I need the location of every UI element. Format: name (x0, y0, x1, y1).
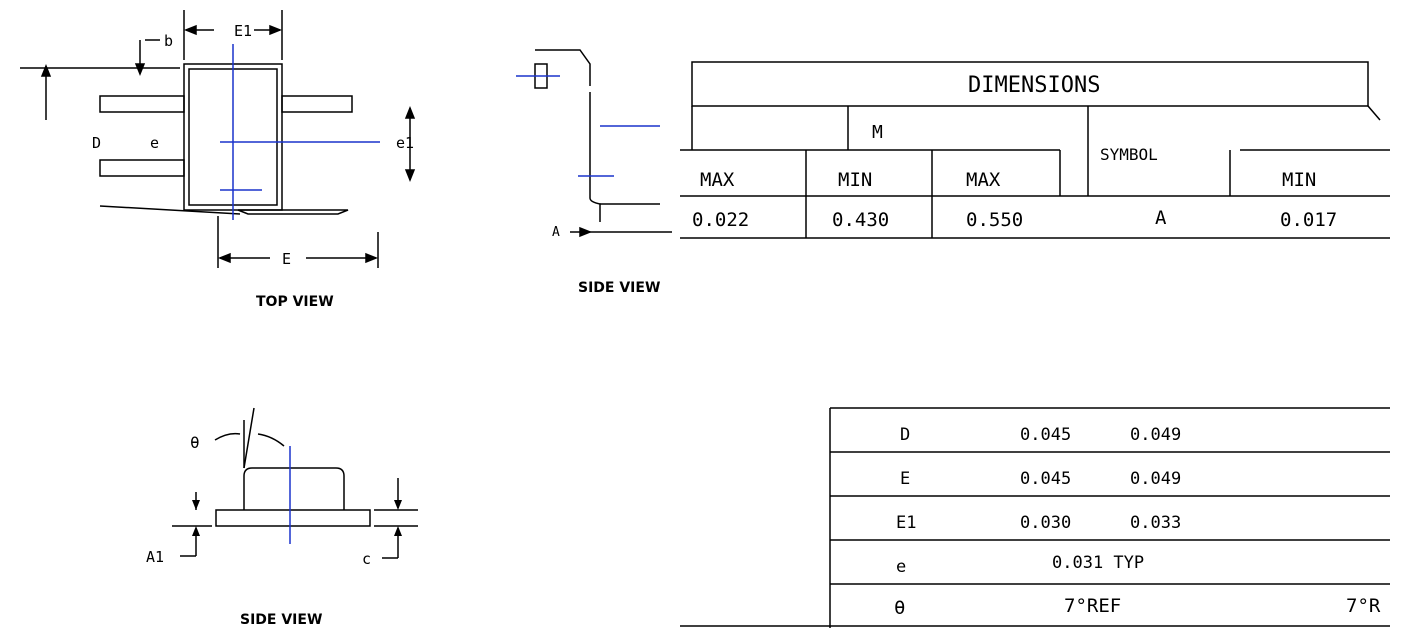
d-arrow-top (40, 63, 52, 77)
table-subheader-1: MAX (700, 169, 735, 191)
dim-b-label: b (164, 32, 173, 50)
top-view-caption: TOP VIEW (256, 294, 334, 310)
dim-theta-label: θ (190, 433, 200, 452)
table-subheader-4: MIN (1282, 169, 1316, 191)
table-symbol-header: SYMBOL (1100, 145, 1158, 164)
table-subheader-2: MIN (838, 169, 872, 191)
side-lower-body (243, 467, 345, 510)
table-cell-e1-c2: 0.033 (1130, 513, 1181, 533)
c-arrow-top (394, 500, 402, 510)
side-view-upper (516, 49, 672, 238)
table-cell-e-symbol: E (900, 469, 910, 489)
table-title: DIMENSIONS (968, 73, 1100, 98)
dim-e1-right-label: e1 (396, 134, 414, 152)
dim-a-label: A (552, 225, 560, 240)
dimensions-table (680, 61, 1390, 628)
e1-arrow-right (269, 24, 283, 36)
side-upper-body (589, 92, 601, 222)
dim-c-label: c (362, 550, 371, 568)
side-view-lower-caption: SIDE VIEW (240, 612, 322, 628)
table-subheader-3: MAX (966, 169, 1001, 191)
table-cell-theta-c1: 7°REF (1064, 595, 1121, 617)
side-upper-a-arrow (579, 226, 593, 238)
table-title-cell (691, 61, 1369, 107)
table-cell-a-c1: 0.022 (692, 209, 749, 231)
table-cell-e-typ-c1: 0.031 TYP (1052, 553, 1144, 573)
table-cell-a-c2: 0.430 (832, 209, 889, 231)
top-view (20, 10, 416, 268)
top-view-flange (237, 209, 349, 215)
table-cell-e1-c1: 0.030 (1020, 513, 1071, 533)
side-view-upper-caption: SIDE VIEW (578, 280, 660, 296)
e1-arrow-left (183, 24, 197, 36)
table-cell-theta-symbol: θ (894, 597, 905, 619)
dim-e-width-label: E (282, 250, 291, 268)
lead-1 (99, 95, 185, 113)
table-cell-d-symbol: D (900, 425, 910, 445)
c-arrow-bottom (394, 526, 402, 536)
side-view-lower (172, 407, 418, 559)
table-cell-e-typ-symbol: e (896, 557, 906, 577)
lead-3 (281, 95, 353, 113)
dim-e1-label: E1 (234, 22, 252, 40)
e-arrow-left (217, 252, 231, 264)
d-ext-bottom (99, 205, 241, 215)
table-cell-d-c1: 0.045 (1020, 425, 1071, 445)
theta-arc-left (214, 432, 241, 441)
side-upper-lead-top (535, 49, 591, 86)
table-group-left-header: M (872, 122, 883, 143)
e1-right-arrow-top (404, 105, 416, 119)
dim-a1-label: A1 (146, 548, 164, 566)
theta-arc-right (257, 433, 285, 447)
dim-e-label: e (150, 134, 159, 152)
table-cell-e-c1: 0.045 (1020, 469, 1071, 489)
table-right-edge (1367, 105, 1381, 121)
side-lower-base (215, 509, 371, 527)
table-cell-d-c2: 0.049 (1130, 425, 1181, 445)
table-cell-a-c3: 0.550 (966, 209, 1023, 231)
table-cell-a-c4: 0.017 (1280, 209, 1337, 231)
b-arrow (134, 63, 146, 77)
e-arrow-right (365, 252, 379, 264)
e1-right-arrow-bottom (404, 169, 416, 183)
lead-2 (99, 159, 185, 177)
table-cell-e1-symbol: E1 (896, 513, 916, 533)
table-cell-e-c2: 0.049 (1130, 469, 1181, 489)
a1-arrow-top (192, 500, 200, 510)
table-cell-theta-c2: 7°R (1346, 595, 1381, 617)
a1-arrow-bottom (192, 526, 200, 536)
theta-ref-line-a (243, 407, 255, 469)
dim-d-label: D (92, 134, 101, 152)
table-cell-a-symbol: A (1155, 207, 1167, 229)
